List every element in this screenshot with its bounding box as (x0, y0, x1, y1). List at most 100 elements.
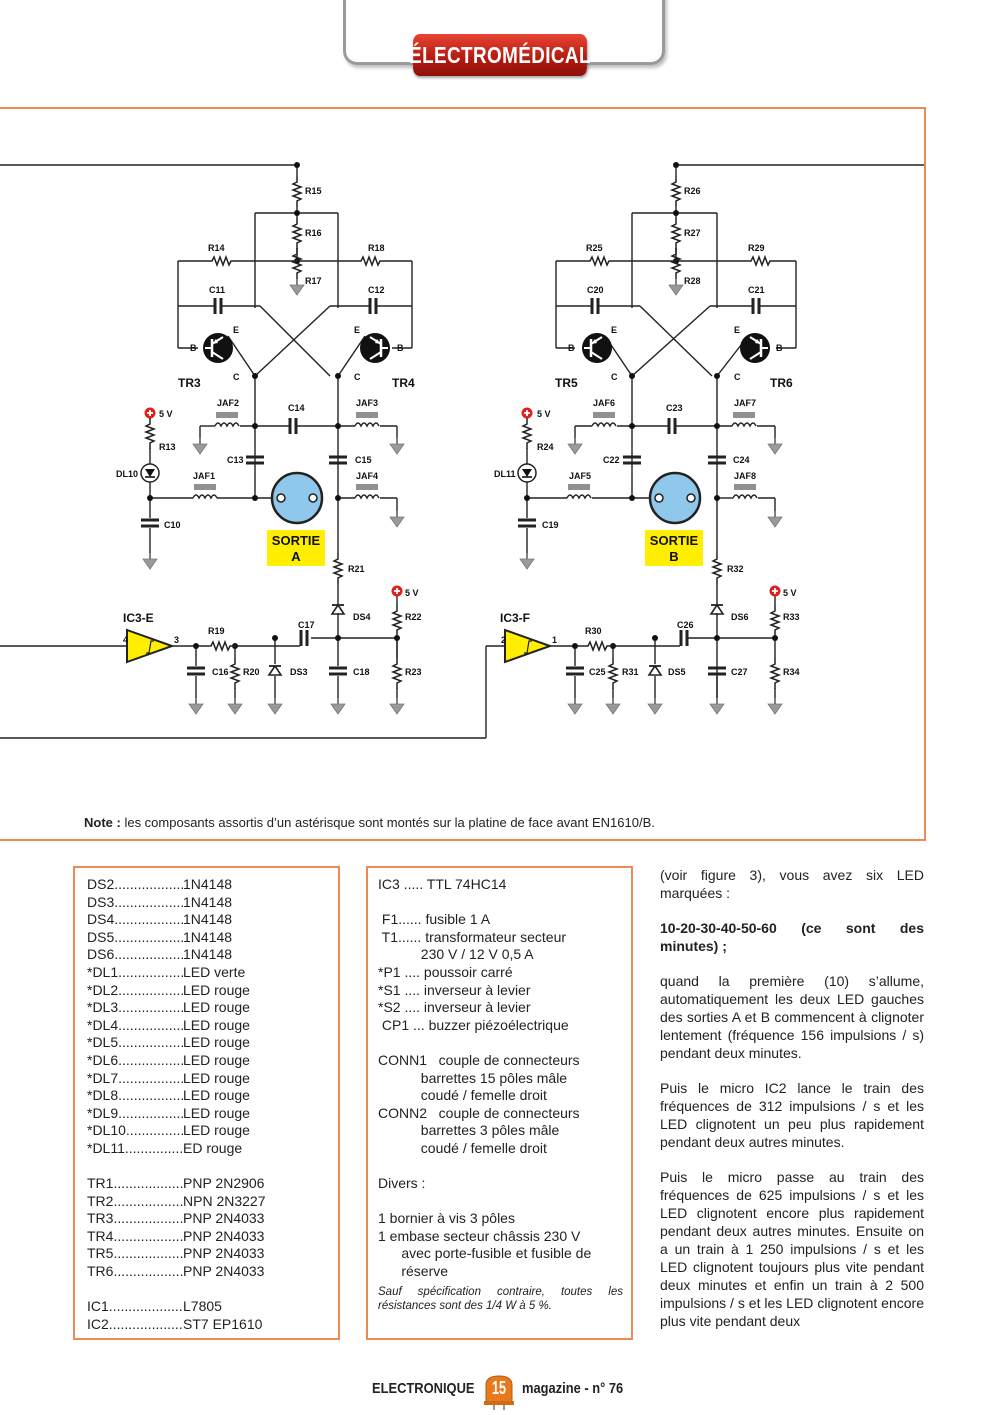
label-tr5-e: E (611, 325, 617, 335)
part-ref: *DL1....................................… (87, 963, 183, 980)
part-value: 1N4148 (183, 946, 233, 963)
label-c27: C27 (731, 667, 748, 677)
label-ds4: DS4 (353, 612, 371, 622)
label-r21: R21 (348, 564, 365, 574)
label-dl11: DL11 (494, 469, 516, 479)
label-jaf6: JAF6 (593, 398, 615, 408)
body-paragraph-4: Puis le micro IC2 lance le train des fré… (660, 1080, 924, 1150)
part-value: PNP 2N4033 (183, 1263, 265, 1280)
part-ref: *DL6....................................… (87, 1051, 183, 1068)
parts-row-gap (87, 1281, 266, 1299)
part-value: LED rouge (183, 1122, 250, 1139)
part-ref: *DL2....................................… (87, 981, 183, 998)
parts-row: *DL3....................................… (87, 999, 266, 1017)
label-pin1: 1 (552, 635, 557, 645)
schematic-frame (0, 107, 926, 841)
part-ref: TR1.....................................… (87, 1175, 183, 1192)
label-ds5: DS5 (668, 667, 686, 677)
label-sortie-b-2: B (669, 549, 678, 564)
label-tr3-c: C (233, 372, 240, 382)
parts-row: TR5.....................................… (87, 1245, 266, 1263)
parts-row: DS6.....................................… (87, 946, 266, 964)
label-r18: R18 (368, 243, 385, 253)
label-jaf3: JAF3 (356, 398, 378, 408)
part-value: LED rouge (183, 999, 250, 1016)
label-r30: R30 (585, 626, 602, 636)
parts-row: DS4.....................................… (87, 911, 266, 929)
label-r17: R17 (305, 276, 322, 286)
label-jaf8: JAF8 (734, 471, 756, 481)
body-paragraph-2: 10-20-30-40-50-60 (ce sont des minutes) … (660, 920, 924, 954)
label-sortie-a-2: A (291, 549, 301, 564)
label-r34: R34 (783, 667, 800, 677)
part-ref: TR6.....................................… (87, 1263, 183, 1280)
connector-line: coudé / femelle droit (378, 1139, 547, 1156)
parts-line: F1...... fusible 1 A (378, 911, 491, 928)
parts-line: *S1 .... inverseur à levier (378, 981, 531, 998)
parts-list-2: IC3 ..... TTL 74HC14 F1...... fusible 1 … (378, 876, 623, 1313)
label-tr3-e: E (233, 325, 239, 335)
divers-line: avec porte-fusible et fusible de (378, 1245, 592, 1262)
label-sortie-a-1: SORTIE (272, 533, 321, 548)
ic3-line: IC3 ..... TTL 74HC14 (378, 876, 507, 892)
label-5v-d: 5 V (783, 588, 797, 598)
note-text: les composants assortis d’un astérisque … (120, 815, 655, 830)
connector-line: CONN1 couple de connecteurs (378, 1051, 580, 1068)
parts-line: T1...... transformateur secteur (378, 928, 567, 945)
label-tr4-e: E (354, 325, 360, 335)
label-tr6-c: C (734, 372, 741, 382)
label-r19: R19 (208, 626, 225, 636)
label-dl10: DL10 (116, 469, 138, 479)
parts-line: CP1 ... buzzer piézoélectrique (378, 1016, 569, 1033)
label-r16: R16 (305, 228, 322, 238)
part-value: LED rouge (183, 1034, 250, 1051)
parts-row: TR1.....................................… (87, 1175, 266, 1193)
part-ref: TR5.....................................… (87, 1245, 183, 1262)
parts-row: TR6.....................................… (87, 1263, 266, 1281)
part-ref: DS4.....................................… (87, 911, 183, 928)
part-ref: TR3.....................................… (87, 1210, 183, 1227)
resistor-footnote: Sauf spécification contraire, toutes les… (378, 1285, 623, 1312)
label-tr6-e: E (734, 325, 740, 335)
label-tr6-b: B (776, 343, 783, 353)
body-paragraph-5: Puis le micro passe au train des fréquen… (660, 1169, 924, 1329)
part-ref: DS2.....................................… (87, 876, 183, 892)
divers-line: réserve (378, 1263, 449, 1280)
label-c14: C14 (288, 403, 305, 413)
parts-row: *DL4....................................… (87, 1017, 266, 1035)
label-ic3e: IC3-E (123, 611, 154, 625)
label-sortie-b-1: SORTIE (650, 533, 699, 548)
part-value: LED verte (183, 963, 246, 980)
part-ref: *DL10...................................… (87, 1122, 183, 1139)
label-5v-c: 5 V (537, 409, 551, 419)
parts-row: *DL1....................................… (87, 964, 266, 982)
parts-row: *DL11...................................… (87, 1140, 266, 1158)
label-r24: R24 (537, 442, 554, 452)
page-footer: ELECTRONIQUE 15 magazine - n° 76 (0, 1375, 999, 1410)
label-tr5: TR5 (555, 376, 578, 390)
parts-row: *DL10...................................… (87, 1122, 266, 1140)
label-r15: R15 (305, 186, 322, 196)
parts-line: 230 V / 12 V 0,5 A (378, 946, 534, 963)
part-ref: *DL7....................................… (87, 1069, 183, 1086)
body-paragraph-3: quand la première (10) s’allume, automat… (660, 973, 924, 1061)
part-value: LED rouge (183, 1016, 250, 1033)
part-value: 1N4148 (183, 928, 233, 945)
part-value: LED rouge (183, 1051, 250, 1068)
part-ref: *DL9....................................… (87, 1104, 183, 1121)
parts-row: *DL2....................................… (87, 982, 266, 1000)
parts-list-box-2: IC3 ..... TTL 74HC14 F1...... fusible 1 … (366, 866, 633, 1340)
footer-magazine-name: ELECTRONIQUE (372, 1380, 475, 1397)
circuit-schematic: R15 R16 R17 R14 R18 C11 C12 E B C E B C … (0, 162, 924, 739)
parts-row: IC1.....................................… (87, 1298, 266, 1316)
label-r33: R33 (783, 612, 800, 622)
label-r28: R28 (684, 276, 701, 286)
connector-line: barrettes 3 pôles mâle (378, 1122, 560, 1139)
connectors-list: CONN1 couple de connecteurs barrettes 15… (378, 1052, 623, 1158)
label-ds3: DS3 (290, 667, 308, 677)
parts-row: *DL6....................................… (87, 1052, 266, 1070)
label-tr3-b: B (190, 343, 197, 353)
label-r26: R26 (684, 186, 701, 196)
part-value: 1N4148 (183, 876, 233, 892)
label-c16: C16 (212, 667, 229, 677)
